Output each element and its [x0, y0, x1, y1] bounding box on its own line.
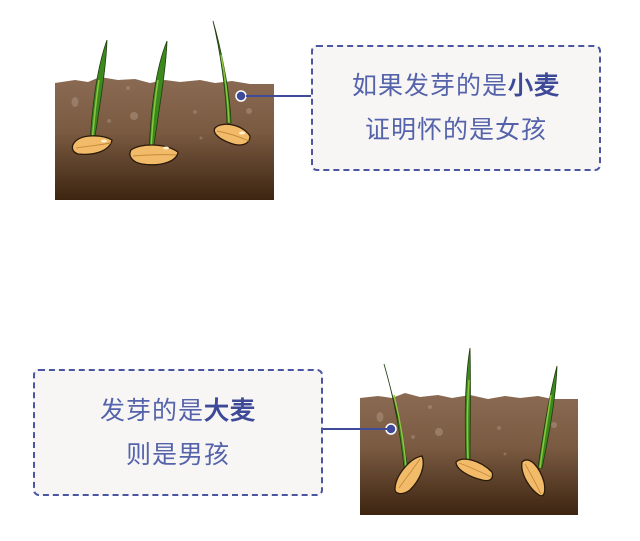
top-connector-line [246, 95, 312, 97]
wheat-emphasis: 小麦 [508, 71, 561, 100]
top-panel: 如果发芽的是小麦 证明怀的是女孩 [0, 0, 640, 260]
bottom-connector-line [322, 428, 387, 430]
top-callout-line2: 证明怀的是女孩 [364, 115, 547, 144]
bottom-panel: 发芽的是大麦 则是男孩 [0, 280, 640, 541]
top-callout: 如果发芽的是小麦 证明怀的是女孩 [311, 45, 601, 171]
wheat-soil-illustration [55, 20, 274, 200]
barley-soil-illustration [360, 347, 578, 515]
bottom-callout: 发芽的是大麦 则是男孩 [33, 369, 323, 496]
bottom-callout-line2: 则是男孩 [125, 439, 230, 469]
barley-emphasis: 大麦 [204, 395, 257, 425]
bottom-callout-line1: 发芽的是大麦 [99, 395, 257, 425]
top-callout-line1: 如果发芽的是小麦 [351, 71, 561, 100]
